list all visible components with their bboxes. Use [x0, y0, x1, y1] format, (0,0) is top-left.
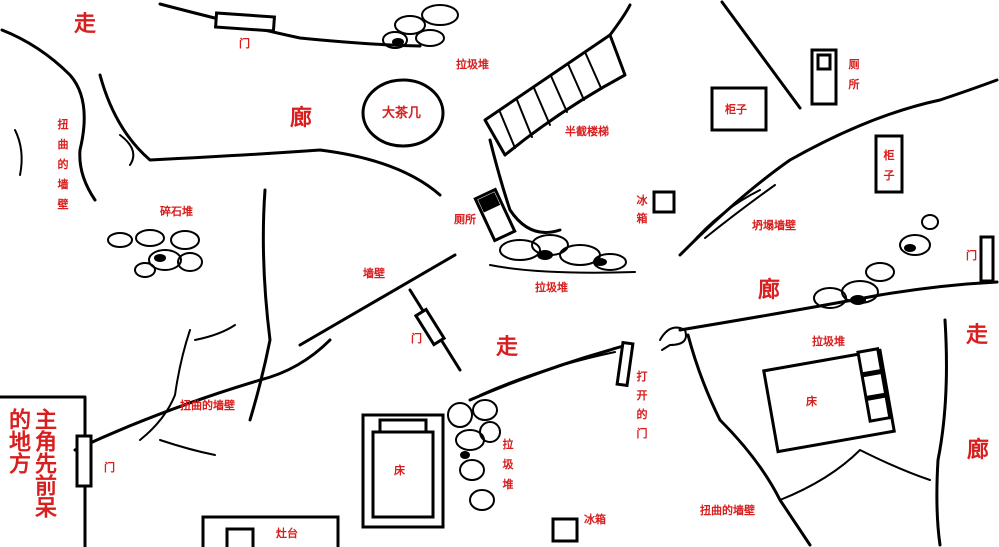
- label-toilet-center: 厕所: [454, 213, 476, 226]
- bed-bottom-inner: [371, 430, 435, 519]
- door-right: [979, 235, 995, 283]
- garbage-center: [489, 234, 636, 274]
- wall-center-diag: [298, 253, 457, 347]
- label-garbage-right: 拉圾堆: [812, 335, 845, 348]
- twisted-wall-branch-a: [139, 329, 191, 441]
- label-bed-right: 床: [806, 395, 817, 408]
- label-stove: 灶台: [276, 527, 298, 540]
- label-collapsed-wall: 坍塌墙壁: [752, 219, 796, 232]
- stove: [201, 515, 340, 547]
- wall-center-long: [248, 188, 272, 422]
- label-corridor-walk-c: 走: [496, 335, 519, 360]
- wall-left-branch-2: [119, 134, 135, 166]
- label-garbage-top: 拉圾堆: [456, 58, 489, 71]
- bed-bottom-pillow: [378, 418, 428, 434]
- label-garbage-center: 拉圾堆: [535, 281, 568, 294]
- label-rubble: 碎石堆: [160, 205, 193, 218]
- twisted-wall-branch-c: [194, 324, 236, 341]
- twisted-wall-branch-b: [159, 439, 216, 456]
- fridge-center: [652, 190, 676, 214]
- wall-center-right: [488, 138, 562, 234]
- fridge-bottom: [551, 517, 579, 543]
- label-door-top: 门: [239, 37, 250, 50]
- door-top: [213, 11, 277, 33]
- wall-right-lower-a: [686, 333, 812, 547]
- label-toilet-right: 厕所: [848, 58, 860, 91]
- label-door-right: 门: [966, 249, 977, 262]
- label-big-table: 大茶几: [382, 106, 422, 121]
- wall-right-lower-c: [779, 449, 931, 501]
- label-fridge-center: 冰箱: [636, 194, 648, 225]
- wall-left-lower: [73, 338, 332, 452]
- protagonist-room-wall: [0, 395, 87, 547]
- door-left: [75, 434, 93, 488]
- label-fridge-bottom: 冰箱: [584, 513, 606, 526]
- label-door-center: 门: [411, 332, 422, 345]
- opened-door: [615, 340, 635, 388]
- label-corridor-walk-r: 走: [966, 323, 989, 348]
- label-cabinet-2: 柜子: [883, 149, 895, 182]
- wall-top-left: [0, 28, 97, 202]
- label-corridor-walk-tl: 走: [74, 12, 97, 37]
- wall-top-right-diag: [720, 0, 802, 110]
- wall-small-loop: [659, 326, 687, 351]
- toilet-right-inner: [816, 53, 832, 71]
- cabinet-1: [710, 86, 768, 132]
- bed-right: [762, 347, 896, 454]
- label-opened-door: 打开的门: [636, 370, 648, 440]
- label-corridor-lang-tl: 廊: [290, 106, 313, 131]
- label-twisted-wall-br: 扭曲的墙壁: [700, 504, 755, 517]
- label-corridor-lang-br: 廊: [966, 438, 989, 463]
- label-twisted-wall-left: 扭曲的墙壁: [57, 118, 69, 211]
- wall-center-lower-2: [479, 351, 616, 396]
- label-wall-center: 墙壁: [363, 267, 385, 280]
- label-twisted-wall-bl: 扭曲的墙壁: [180, 399, 235, 412]
- label-door-left: 门: [104, 461, 115, 474]
- stove-inner: [225, 527, 255, 547]
- big-table: [361, 78, 445, 148]
- label-half-stairs: 半截楼梯: [565, 125, 609, 138]
- toilet-center-tank: [477, 192, 501, 213]
- label-corridor-lang-r: 廊: [758, 278, 781, 303]
- cabinet-2: [874, 134, 904, 194]
- garbage-right: [813, 214, 939, 309]
- label-garbage-bottom: 拉圾堆: [502, 438, 514, 491]
- rubble-left: [107, 229, 203, 278]
- twisted-wall-left: [98, 73, 442, 197]
- wall-left-branch: [14, 129, 23, 176]
- label-cabinet-1: 柜子: [725, 103, 747, 116]
- collapsed-wall-debris: [689, 184, 776, 246]
- wall-top: [158, 2, 422, 48]
- label-protagonist-place: 主角先前呆的地方: [5, 408, 56, 518]
- wall-right-lower-b: [935, 318, 948, 547]
- wall-right-mid: [678, 280, 999, 332]
- door-center: [413, 307, 447, 347]
- garbage-bottom: [447, 399, 501, 511]
- rubble-top: [382, 4, 459, 49]
- half-stairs: [483, 3, 632, 157]
- label-bed-bottom: 床: [394, 464, 405, 477]
